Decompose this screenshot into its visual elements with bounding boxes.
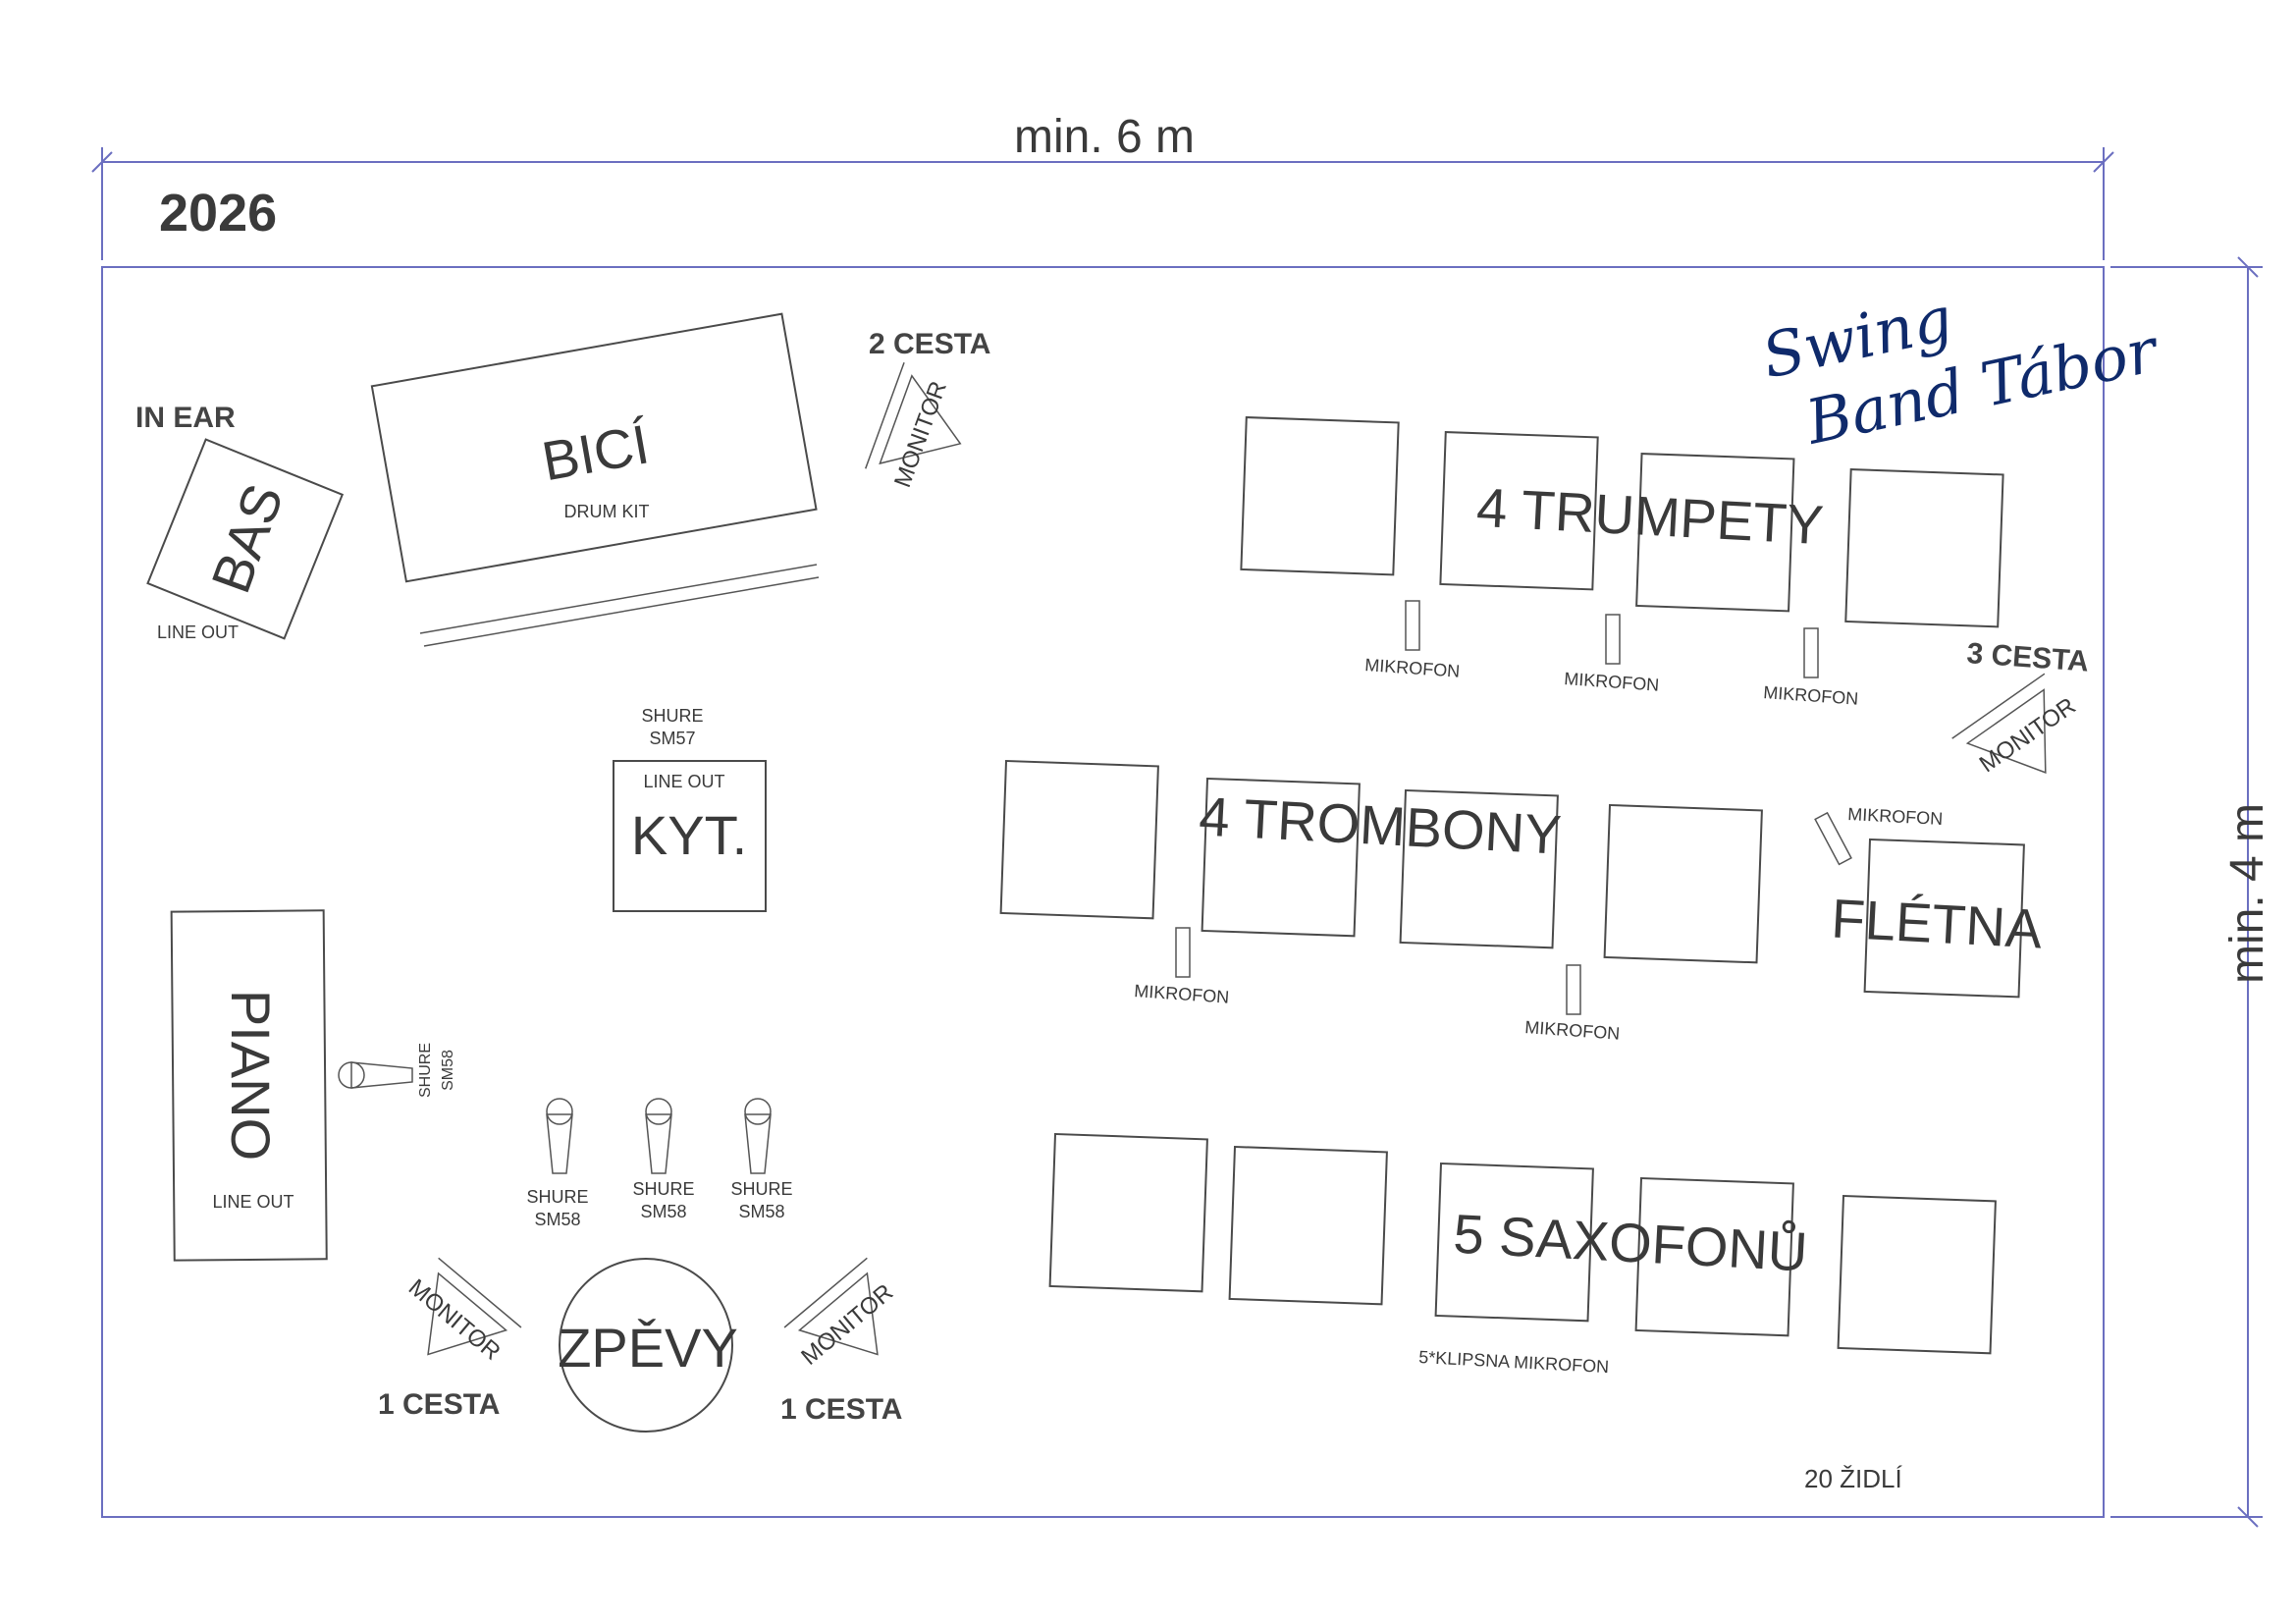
drum-riser xyxy=(370,312,818,583)
trumpet-mic-1-label: MIKROFON xyxy=(1364,655,1461,681)
width-dimension: min. 6 m xyxy=(91,111,2114,260)
chair xyxy=(1399,788,1559,949)
sax-chairs xyxy=(1048,1132,1997,1355)
monitor-3-label: MONITOR xyxy=(1975,692,2081,778)
monitor-2-cesta-label: 2 CESTA xyxy=(869,328,990,360)
drum-rail-2 xyxy=(423,576,820,647)
chair xyxy=(1201,777,1361,938)
monitor-3 xyxy=(1951,673,2047,774)
guitar-label: KYT. xyxy=(631,804,747,866)
mic-stand xyxy=(1405,600,1420,651)
piano-label: PIANO xyxy=(220,990,282,1161)
flute-mic-label: MIKROFON xyxy=(1847,804,1944,829)
chair xyxy=(1048,1132,1208,1293)
vocal-mic-2 xyxy=(645,1098,672,1174)
trombones-label: 4 TROMBONY xyxy=(1198,784,1563,865)
mic-stand xyxy=(1566,964,1581,1015)
mic-stand xyxy=(1803,627,1819,678)
trombone-mic-1-label: MIKROFON xyxy=(1134,981,1230,1007)
vocal-mic-3 xyxy=(744,1098,772,1174)
vocal-mic-1-line1: SHURE xyxy=(526,1187,588,1207)
monitor-2 xyxy=(865,361,962,469)
monitor-1-left-label: MONITOR xyxy=(403,1274,506,1366)
guitar-mic-line2: SM57 xyxy=(649,729,695,748)
trumpets-label: 4 TRUMPETY xyxy=(1475,476,1826,556)
trombone-mics xyxy=(1175,927,1581,1015)
drum-rail-1 xyxy=(419,564,818,634)
chair xyxy=(1240,416,1400,576)
height-label: min. 4 m xyxy=(2221,803,2273,984)
piano-mic-line2: SM58 xyxy=(440,1050,456,1091)
chair xyxy=(1837,1194,1997,1355)
chair xyxy=(1634,1176,1794,1337)
vocals-area xyxy=(559,1258,733,1433)
drums-label: BICÍ xyxy=(538,412,655,492)
monitor-1-left xyxy=(427,1257,522,1356)
monitor-3-cesta-label: 3 CESTA xyxy=(1966,637,2090,678)
chair xyxy=(1635,453,1795,613)
chair xyxy=(1434,1162,1594,1323)
vocal-mic-3-line1: SHURE xyxy=(730,1179,792,1199)
bass-label: BAS xyxy=(199,476,295,601)
vocals-label: ZPĚVY xyxy=(558,1317,738,1379)
monitor-1-right-cesta: 1 CESTA xyxy=(780,1393,902,1426)
monitor-1-left-cesta: 1 CESTA xyxy=(378,1388,500,1421)
vocal-mic-2-line2: SM58 xyxy=(640,1202,686,1221)
piano-mic xyxy=(338,1061,413,1089)
guitar-mic-line1: SHURE xyxy=(641,706,703,726)
chair xyxy=(1439,431,1599,591)
drum-kit-label: DRUM KIT xyxy=(564,502,650,521)
vocal-mic-1 xyxy=(546,1098,573,1174)
chair xyxy=(999,759,1159,920)
trumpet-mics xyxy=(1405,600,1819,678)
trombone-chairs xyxy=(999,759,1763,964)
stage-outline xyxy=(101,266,2105,1518)
vocal-mic-3-line2: SM58 xyxy=(738,1202,784,1221)
chair xyxy=(1844,468,2004,628)
mic-stand xyxy=(1175,927,1191,978)
monitor-1-right-label: MONITOR xyxy=(796,1279,898,1371)
vocal-mic-1-line2: SM58 xyxy=(534,1210,580,1229)
piano-mic-line1: SHURE xyxy=(417,1043,434,1098)
guitar-line-out: LINE OUT xyxy=(643,772,724,791)
flute-label: FLÉTNA xyxy=(1830,887,2044,959)
bass-line-out: LINE OUT xyxy=(157,622,239,642)
width-label: min. 6 m xyxy=(1014,111,1195,163)
piano-line-out: LINE OUT xyxy=(212,1192,294,1212)
chairs-label: 20 ŽIDLÍ xyxy=(1804,1464,1902,1493)
trumpet-mic-3-label: MIKROFON xyxy=(1763,682,1859,709)
bass-amp xyxy=(146,438,345,640)
height-dimension: min. 4 m xyxy=(2110,256,2273,1528)
trumpet-chairs xyxy=(1240,416,2004,628)
trombone-mic-2-label: MIKROFON xyxy=(1524,1017,1621,1044)
piano xyxy=(170,909,328,1262)
monitor-2-label: MONITOR xyxy=(889,378,952,491)
monitor-1-right xyxy=(783,1257,879,1356)
saxophones-label: 5 SAXOFONŮ xyxy=(1452,1203,1809,1283)
guitar-amp xyxy=(613,760,767,912)
year-label: 2026 xyxy=(159,184,277,243)
vocal-mic-2-line1: SHURE xyxy=(632,1179,694,1199)
chair xyxy=(1228,1145,1388,1306)
sax-mic-label: 5*KLIPSNA MIKROFON xyxy=(1418,1347,1610,1377)
mic-stand xyxy=(1605,614,1621,665)
flute-chair xyxy=(1863,838,2025,999)
in-ear-label: IN EAR xyxy=(135,402,236,434)
chair xyxy=(1603,803,1763,964)
flute-mic xyxy=(1814,811,1852,866)
trumpet-mic-2-label: MIKROFON xyxy=(1564,669,1660,695)
